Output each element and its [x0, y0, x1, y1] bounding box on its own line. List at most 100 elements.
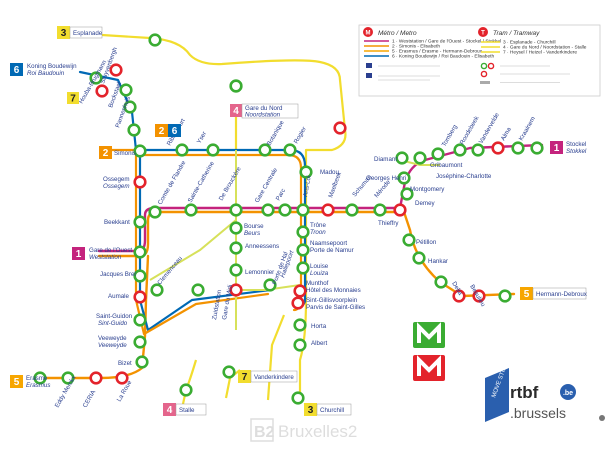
station-stop-stalle	[179, 383, 193, 397]
station-stop-ribaucourt	[175, 143, 189, 157]
station-stop-porte-hal	[263, 278, 277, 292]
station-stop-clemenceau	[150, 283, 164, 297]
station-stop-erasme	[33, 371, 47, 385]
watermark-text: Bruxelles2	[278, 422, 357, 441]
station-stop-horta	[293, 318, 307, 332]
copyright-icon	[599, 415, 605, 421]
station-stop-georges-henri	[397, 171, 411, 185]
line-1-badge-stockel: 1	[554, 143, 560, 154]
station-stop-bizet	[135, 355, 149, 369]
terminal-stokkel: Stokkel	[566, 148, 587, 155]
station-label-comte-flandre: Comte de Flandre	[157, 159, 188, 206]
station-stop-gare-midi	[229, 283, 243, 297]
legend-tram-3: 3 · Esplanade - Churchill	[503, 40, 556, 46]
rtbf-be-text: .be	[563, 390, 573, 397]
station-label-lemonnier: Lemonnier	[245, 269, 274, 276]
station-labels: Houba-Brugmann Ossegem Ossegem Beekkant …	[54, 46, 537, 409]
station-stop-aumale	[133, 290, 147, 304]
line-3-badge: 3	[61, 28, 67, 39]
terminal-badges: 3 Esplanade 6 Koning Boudewijn Roi Baudo…	[10, 26, 588, 416]
terminal-stockel: Stockel	[566, 141, 586, 148]
station-stop-jacques	[133, 269, 147, 283]
station-stop-sainte-cath	[184, 203, 198, 217]
svg-text:M: M	[366, 30, 371, 36]
terminal-erasme: Erasme	[26, 375, 48, 382]
line-4-badge-stalle: 4	[167, 405, 173, 416]
station-stop-yser	[206, 143, 220, 157]
line-6-badge: 6	[14, 65, 20, 76]
station-stop-stuyvenbergh	[109, 63, 123, 77]
station-label-trone-nl: Troon	[310, 229, 326, 236]
line-2-badge-top: 2	[159, 126, 165, 137]
station-label-rogier: Rogier	[293, 126, 308, 145]
legend-line-5: 5 · Erasmus / Erasme - Hermann-Debroux	[392, 49, 483, 55]
station-stop-monnaies	[293, 284, 307, 298]
station-stop-louise	[296, 261, 310, 275]
station-label-porte-namur: Porte de Namur	[310, 247, 354, 254]
station-stop-merode	[373, 203, 387, 217]
terminal-roi-baudouin: Roi Baudouin	[27, 70, 65, 77]
brand-logos: MOVE STIB rtbf .be .brussels	[485, 366, 605, 422]
station-stop-gare-nord2	[229, 79, 243, 93]
station-label-bockstael: Bockstael	[107, 81, 123, 109]
station-stop-schuman	[345, 203, 359, 217]
station-label-veeweyde-nl: Veeweyde	[98, 342, 127, 349]
watermark: B2 Bruxelles2	[250, 418, 357, 442]
station-label-kraainem: Kraainem	[518, 116, 537, 142]
station-stop-ceria	[89, 371, 103, 385]
terminal-hermann-debroux: Hermann-Debroux	[536, 291, 588, 298]
station-label-naamsepoort: Naamsepoort	[310, 240, 347, 247]
station-label-albert: Albert	[311, 340, 327, 347]
station-stop-albert	[293, 338, 307, 352]
station-stop-zuid-1	[191, 283, 205, 297]
brussels-logo: .brussels	[510, 405, 566, 421]
station-label-montgomery: Montgomery	[410, 186, 445, 193]
station-label-bizet: Bizet	[118, 360, 132, 367]
line-2-badge: 2	[103, 148, 109, 159]
station-stop-petillon	[402, 233, 416, 247]
station-label-hankar: Hankar	[428, 258, 448, 265]
legend-line-2: 2 · Simonis - Elisabeth	[392, 44, 440, 50]
terminal-stalle: Stalle	[179, 407, 195, 414]
terminal-noordstation: Noordstation	[245, 112, 281, 119]
station-label-saint-guidon: Saint-Guidon	[96, 313, 133, 320]
station-stop-vandervelde	[491, 141, 505, 155]
station-stop-lemonnier	[229, 263, 243, 277]
line-3-badge-churchill: 3	[308, 405, 314, 416]
line-4-badge-gare-nord: 4	[233, 106, 239, 117]
metro-logos	[413, 322, 445, 381]
station-label-de-brouckere: De Brouckère	[218, 165, 243, 202]
legend-tram-7: 7 · Heysel / Heizel - Vanderkindere	[503, 50, 577, 56]
terminal-simonis: Simonis	[114, 150, 136, 157]
station-stop-roodebeek	[471, 143, 485, 157]
station-stop-simonis	[133, 144, 147, 158]
line-6-badge-top: 6	[172, 126, 178, 137]
station-stop-anneessens	[229, 241, 243, 255]
legend-line-6: 6 · Koning Boudewijn / Roi Baudouin - El…	[392, 54, 494, 60]
station-label-petillon: Pétillon	[416, 239, 437, 246]
station-stop-rogier	[258, 143, 272, 157]
b2-logo	[250, 418, 274, 442]
station-label-veeweyde: Veeweyde	[98, 335, 127, 342]
tram-logo-icon	[478, 27, 488, 37]
rtbf-be-badge	[560, 384, 576, 400]
station-stop-gare-centrale	[261, 203, 275, 217]
station-stop-schuman-t	[333, 121, 347, 135]
station-label-horta: Horta	[311, 323, 327, 330]
station-stop-belgica	[127, 123, 141, 137]
station-stop-vanderkindere	[222, 365, 236, 379]
station-label-parvis-saint-gilles: Parvis de Saint-Gilles	[306, 304, 365, 311]
station-stop-delta	[434, 275, 448, 289]
station-stop-botanique	[283, 143, 297, 157]
station-label-sint-gillis: Sint-Gillisvoorplein	[306, 297, 358, 304]
station-label-ossegem-nl: Ossegem	[103, 183, 129, 190]
station-stop-beekkant	[133, 215, 147, 229]
station-stop-tomberg	[453, 143, 467, 157]
station-stop-heysel-1	[95, 84, 109, 98]
station-label-georges-henri: Georges Henri	[366, 175, 406, 182]
station-label-madou: Madou	[320, 169, 339, 176]
station-label-gribaumont: Gribaumont	[430, 162, 463, 169]
terminal-churchill: Churchill	[320, 407, 344, 414]
station-stop-beaulieu	[452, 289, 466, 303]
station-label-trone: Trône	[310, 222, 326, 229]
